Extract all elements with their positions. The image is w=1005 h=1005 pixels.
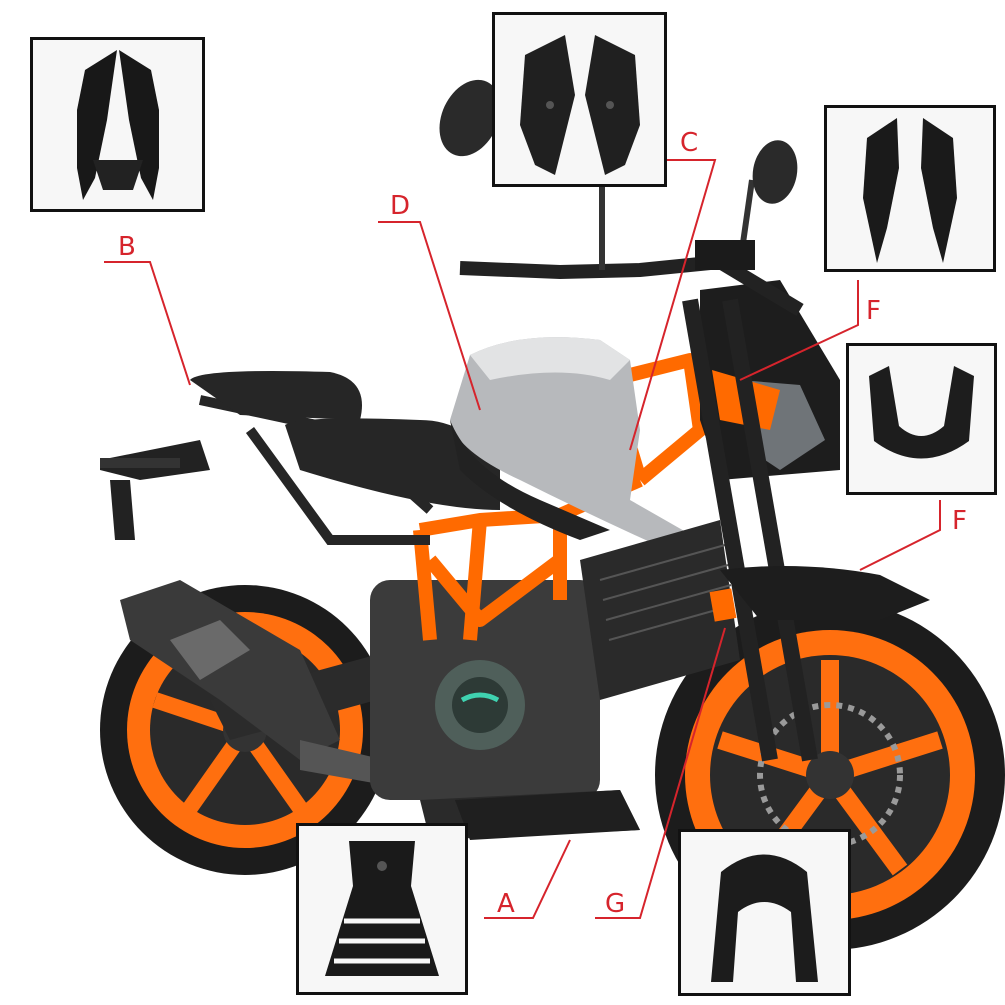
inset-part-f-lower	[846, 343, 997, 495]
inset-part-a	[296, 823, 468, 995]
inset-part-f-upper	[824, 105, 996, 272]
label-a: A	[497, 889, 515, 919]
label-f-lower: F	[952, 506, 967, 536]
callout-lines	[104, 159, 941, 919]
label-g: G	[605, 889, 626, 919]
label-c: C	[680, 128, 699, 158]
label-b: B	[118, 232, 136, 262]
inset-part-b	[30, 37, 205, 212]
label-f-upper: F	[866, 296, 881, 326]
inset-part-g	[678, 829, 851, 996]
inset-part-c	[492, 12, 667, 187]
label-d: D	[390, 191, 411, 221]
